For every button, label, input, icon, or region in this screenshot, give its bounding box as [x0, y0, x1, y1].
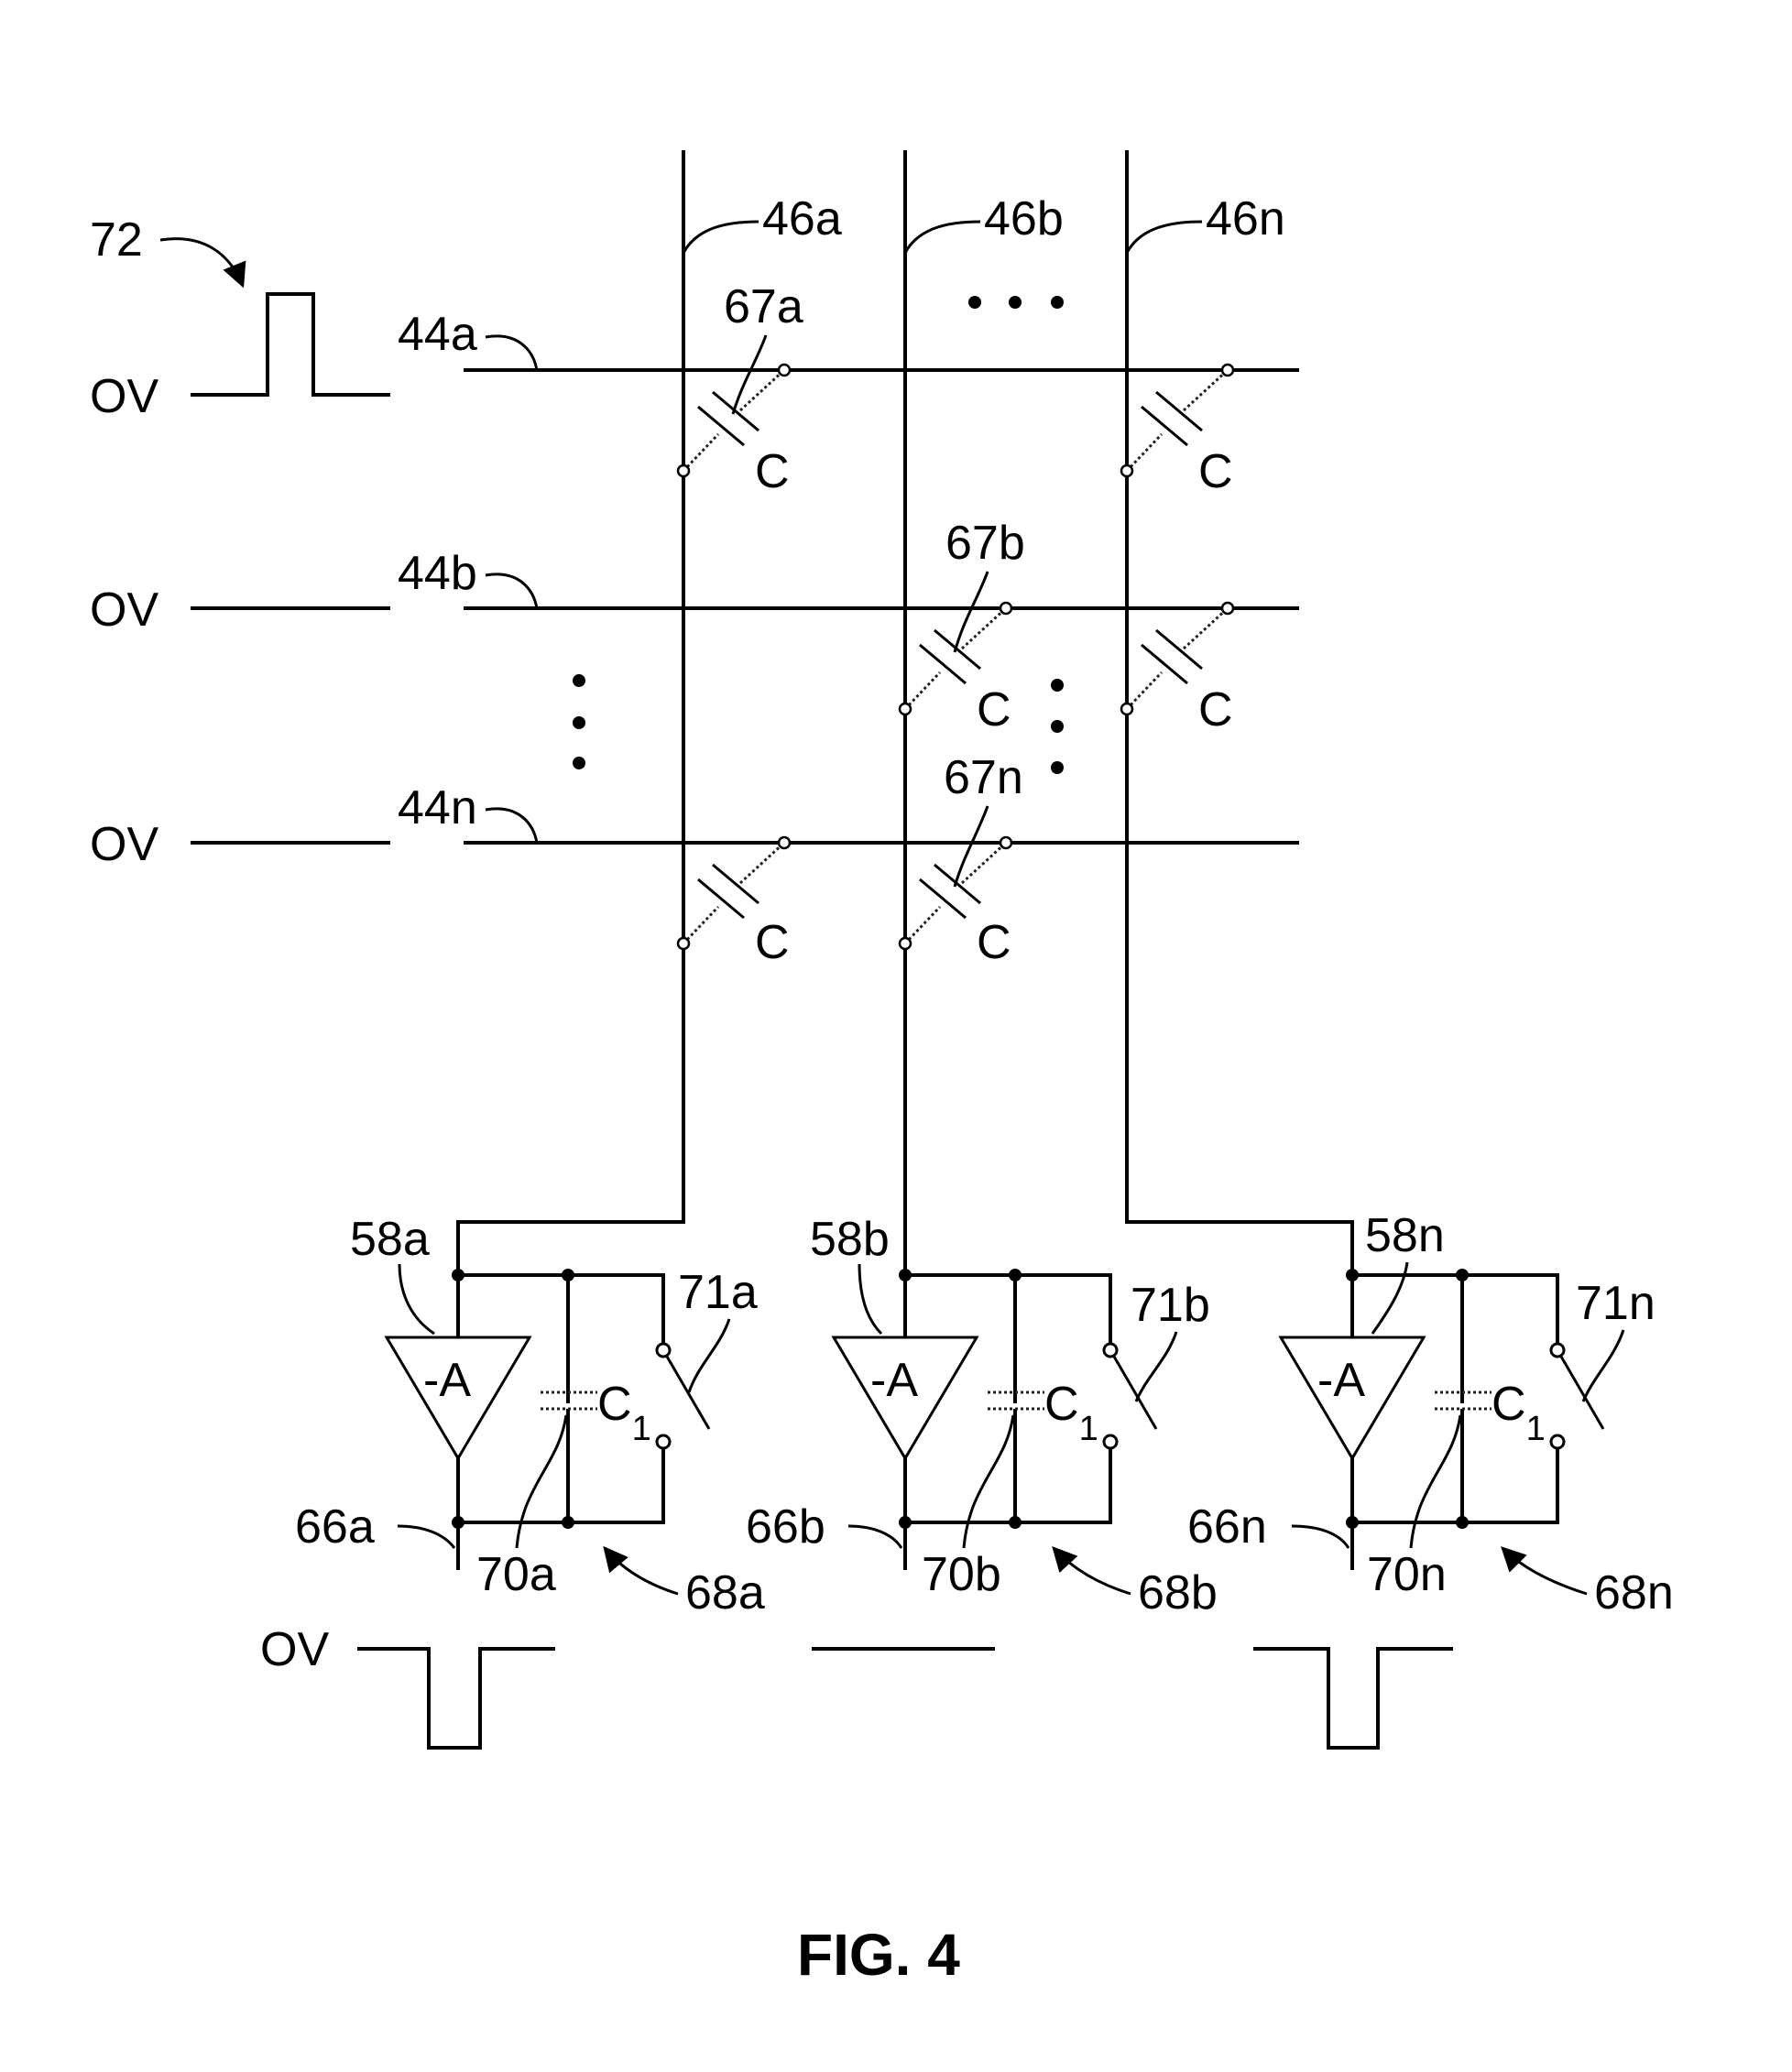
drive-line-44b-voltage: OV: [90, 583, 158, 637]
switch-n-ref: 71n: [1576, 1277, 1655, 1330]
output-waveforms: OV: [260, 1623, 1451, 1748]
matrix-ellipsis: [1051, 679, 1064, 774]
coupling-capacitor-44a-46n: C: [1121, 365, 1233, 498]
switch-a-ref: 71a: [678, 1266, 758, 1319]
coupling-capacitor-44n-46a: C: [678, 837, 790, 969]
sense-line-46a-lead: [683, 222, 759, 253]
input-pulse-waveform: [192, 294, 388, 395]
coupling-capacitor-44b-46n: C: [1121, 603, 1233, 736]
feedback-cap-b-label: C1: [1044, 1378, 1098, 1448]
output-b-ref: 66b: [746, 1500, 825, 1554]
input-pulse-ref: 72: [90, 213, 143, 267]
circuit-a-ref: 68a: [685, 1566, 765, 1619]
capacitor-label-c: C: [1198, 445, 1233, 498]
sense-line-46a-ref: 46a: [762, 192, 842, 245]
output-a-waveform: [359, 1649, 553, 1748]
feedback-cap-b-ref: 70b: [922, 1548, 1001, 1601]
integrator-a: -A 58a C1 71a 66a 70a 68a: [295, 1213, 765, 1619]
sense-line-46b-ref: 46b: [984, 192, 1064, 245]
amplifier-a-ref: 58a: [350, 1213, 430, 1266]
output-a-ref: 66a: [295, 1500, 375, 1554]
drive-line-44a-voltage: OV: [90, 370, 158, 423]
capacitor-label-c: C: [755, 916, 790, 969]
coupling-capacitor-44a-46a: C: [678, 365, 790, 498]
amplifier-n-ref: 58n: [1365, 1209, 1445, 1262]
feedback-cap-a-label: C1: [597, 1378, 651, 1448]
capacitor-label-c: C: [1198, 683, 1233, 736]
drive-line-44n: OV 44n: [90, 781, 1297, 871]
circuit-b-ref: 68b: [1138, 1566, 1218, 1619]
drive-line-44n-ref: 44n: [398, 781, 477, 834]
sense-line-46n-lead: [1127, 222, 1202, 253]
amplifier-b-ref: 58b: [810, 1213, 890, 1266]
drive-line-44n-voltage: OV: [90, 818, 158, 871]
amplifier-b-label: -A: [870, 1354, 918, 1407]
sense-line-46n-ref: 46n: [1206, 192, 1285, 245]
capacitor-ref-67b: 67b: [945, 517, 1025, 570]
sense-line-46a-trace: [458, 152, 683, 1275]
drive-line-44a: OV 44a: [90, 308, 1297, 423]
output-n-ref: 66n: [1187, 1500, 1267, 1554]
input-pulse-arrow: [160, 239, 243, 286]
integrator-b: -A 58b C1 71b 66b 70b 68b: [746, 1213, 1218, 1619]
sense-line-46n: 46n: [1127, 152, 1352, 1275]
drive-line-44b-ref: 44b: [398, 547, 477, 600]
output-baseline-label: OV: [260, 1623, 329, 1676]
circuit-n-ref: 68n: [1594, 1566, 1674, 1619]
capacitor-ref-67n: 67n: [944, 751, 1023, 804]
drive-line-44b: OV 44b: [90, 547, 1297, 637]
capacitor-label-c: C: [755, 445, 790, 498]
sense-lines-ellipsis: [968, 296, 1064, 309]
amplifier-n-label: -A: [1317, 1354, 1365, 1407]
capacitor-ref-67a: 67a: [724, 280, 803, 333]
sense-line-46n-trace: [1127, 152, 1352, 1275]
drive-lines-ellipsis: [573, 674, 585, 769]
feedback-cap-a-ref: 70a: [476, 1548, 556, 1601]
sense-line-46b-lead: [905, 222, 980, 253]
feedback-cap-n-ref: 70n: [1367, 1548, 1447, 1601]
drive-line-44a-ref: 44a: [398, 308, 477, 361]
amplifier-a-label: -A: [423, 1354, 471, 1407]
coupling-capacitor-44n-46b: C: [900, 837, 1011, 969]
capacitor-label-c: C: [977, 683, 1011, 736]
drive-line-44n-lead: [486, 809, 537, 843]
switch-b-ref: 71b: [1131, 1279, 1210, 1332]
integrator-n: -A 58n C1 71n 66n 70n 68n: [1187, 1209, 1674, 1619]
input-pulse: 72: [90, 213, 388, 395]
drive-line-44a-lead: [486, 336, 537, 370]
coupling-capacitor-44b-46b: C: [900, 603, 1011, 736]
capacitor-label-c: C: [977, 916, 1011, 969]
output-n-waveform: [1255, 1649, 1451, 1748]
figure-title: FIG. 4: [797, 1922, 960, 1988]
drive-line-44b-lead: [486, 574, 537, 608]
feedback-cap-n-label: C1: [1492, 1378, 1546, 1448]
